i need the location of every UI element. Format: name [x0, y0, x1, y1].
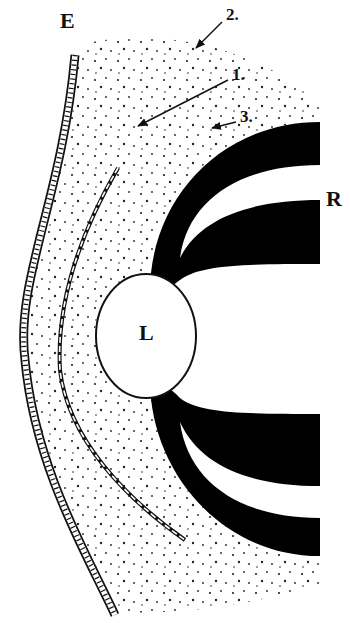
leader-arrow: [196, 22, 222, 48]
ectoderm-cells: [24, 55, 115, 615]
thin-layer: [60, 168, 185, 540]
leader-arrow: [212, 122, 236, 128]
optic-cup-upper: [150, 122, 320, 292]
lens-letter: L: [139, 322, 154, 344]
intraretinal-space-upper: [180, 165, 320, 258]
callout-number: 2.: [226, 6, 239, 23]
callout-number: 3.: [240, 108, 253, 125]
leader-arrow: [138, 80, 228, 126]
thin-layer-inner: [60, 168, 185, 540]
lens: [96, 274, 196, 398]
surface-ectoderm: [24, 55, 115, 615]
optic-cup-lower: [150, 380, 320, 556]
ectoderm-letter: E: [60, 10, 75, 32]
retina-letter: R: [326, 188, 342, 210]
surface-ectoderm-inner: [24, 55, 115, 615]
callout-number: 1.: [232, 66, 245, 83]
intraretinal-space-lower: [180, 422, 320, 518]
